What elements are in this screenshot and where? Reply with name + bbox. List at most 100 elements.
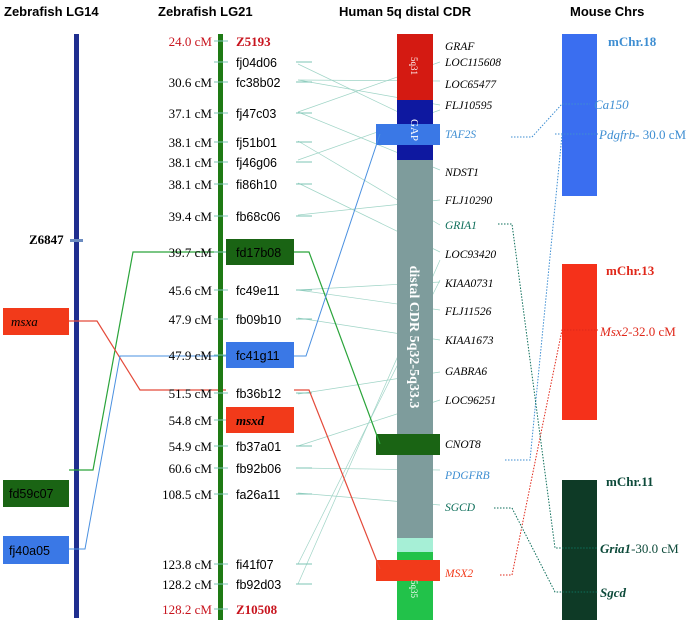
lg21-marker-label: fb37a01 — [236, 440, 281, 454]
lg21-cm-label: 54.9 cM — [169, 439, 213, 454]
lg21-cm-label: 47.9 cM — [169, 312, 213, 327]
lg21-marker-label: fj04d06 — [236, 56, 277, 70]
mouse-gria1-pos: -30.0 cM — [631, 541, 679, 556]
mouse-connectors — [494, 103, 598, 593]
connector-fd17b08-cnot8 — [294, 251, 381, 445]
mouse-chr18-title: mChr.18 — [608, 34, 657, 49]
mouse-msx2-pos: -32.0 cM — [628, 324, 676, 339]
header-human: Human 5q distal CDR — [339, 4, 472, 19]
lg21-cm-label: 38.1 cM — [169, 177, 213, 192]
lg14-fd59c07-label: fd59c07 — [9, 487, 54, 501]
mouse-ca150: Ca150 — [594, 97, 629, 112]
human-gene-gabra6: GABRA6 — [445, 366, 487, 378]
human-taf2s-bar — [376, 124, 440, 145]
lg21-cm-label: 128.2 cM — [162, 577, 212, 592]
mouse-pdgfrb: Pdgfrb- 30.0 cM — [598, 127, 686, 142]
lg21-marker-label: Z10508 — [236, 602, 278, 617]
lg21-marker-label: fj47c03 — [236, 107, 276, 121]
mouse-pdgfrb-pos: - 30.0 cM — [635, 127, 686, 142]
human-gene-flj10595: FLJ10595 — [444, 100, 493, 112]
connector-fj40a05-fc41g11 — [69, 355, 226, 550]
human-gene-msx2: MSX2 — [444, 568, 473, 580]
human-light-band — [397, 538, 433, 552]
lg21-marker-label: fb36b12 — [236, 387, 281, 401]
human-gap-label: GAP — [408, 119, 420, 141]
human-gene-flj11526: FLJ11526 — [444, 306, 492, 318]
lg21-fc41g11-box — [226, 342, 294, 368]
lg21-marker-label: fj51b01 — [236, 136, 277, 150]
lg21-marker-label: fb92d03 — [236, 578, 281, 592]
lg21-cm-label: 128.2 cM — [162, 602, 212, 617]
mouse-chr13 — [562, 264, 597, 420]
mouse-chr11 — [562, 480, 597, 620]
human-gene-gria1: GRIA1 — [445, 220, 477, 232]
lg21-cm-label: 45.6 cM — [169, 283, 213, 298]
lg21-marker-label: fj46g06 — [236, 156, 277, 170]
connector-fd59c07-fd17b08 — [69, 251, 226, 471]
lg21-cm-label: 30.6 cM — [169, 75, 213, 90]
lg21-marker-label: msxd — [236, 413, 265, 428]
human-cnot8-bar — [376, 434, 440, 455]
human-5q31-label: 5q31 — [409, 57, 419, 75]
human-gene-flj10290: FLJ10290 — [444, 195, 493, 207]
human-gene-taf2s: TAF2S — [445, 129, 476, 141]
human-gene-loc115608: LOC115608 — [444, 57, 501, 69]
header-lg14: Zebrafish LG14 — [4, 4, 99, 19]
mouse-sgcd: Sgcd — [600, 585, 627, 600]
lg21-fd17b08-box — [226, 239, 294, 265]
lg21-cm-label: 39.7 cM — [169, 245, 213, 260]
lg21-marker-label: fi86h10 — [236, 178, 277, 192]
lg14-fj40a05-label: fj40a05 — [9, 544, 50, 558]
human-5q35-label: 5q35 — [409, 580, 419, 599]
lg21-marker-label: fi41f07 — [236, 558, 274, 572]
connector-msxd-msx2 — [294, 389, 381, 570]
lg21-cm-label: 60.6 cM — [169, 461, 213, 476]
lg14-chromosome — [74, 34, 79, 618]
lg14-msxa-box — [3, 308, 69, 335]
human-gene-sgcd: SGCD — [445, 502, 476, 514]
lg21-cm-label: 47.9 cM — [169, 348, 213, 363]
lg21-marker-label: fc41g11 — [236, 349, 280, 363]
mouse-chr18 — [562, 34, 597, 196]
lg14-msxa-label: msxa — [11, 314, 38, 329]
lg21-cm-label: 37.1 cM — [169, 106, 213, 121]
lg21-marker-label: fb92b06 — [236, 462, 281, 476]
lg21-chromosome — [218, 34, 223, 620]
header-lg21: Zebrafish LG21 — [158, 4, 253, 19]
lg21-cm-label: 54.8 cM — [169, 413, 213, 428]
mouse-chr11-title: mChr.11 — [606, 474, 654, 489]
connector-fc41g11-taf2s — [294, 133, 381, 357]
lg21-cm-label: 38.1 cM — [169, 155, 213, 170]
lg21-marker-label: Z5193 — [236, 34, 271, 49]
human-gene-loc65477: LOC65477 — [444, 79, 497, 91]
human-cdr-label: distal CDR 5q32-5q33.3 — [406, 266, 421, 409]
human-gene-graf: GRAF — [445, 41, 475, 53]
lg21-cm-label: 51.5 cM — [169, 386, 213, 401]
mouse-msx2: Msx2-32.0 cM — [599, 324, 676, 339]
human-gene-pdgfrb: PDGFRB — [444, 470, 490, 482]
human-gene-loc93420: LOC93420 — [444, 249, 496, 261]
human-gene-kiaa1673: KIAA1673 — [444, 335, 494, 347]
human-5q31-band — [397, 34, 433, 100]
lg21-cm-label: 38.1 cM — [169, 135, 213, 150]
lg14-fj40a05-box — [3, 536, 69, 564]
human-gene-kiaa0731: KIAA0731 — [444, 278, 494, 290]
human-msx2-bar — [376, 560, 440, 581]
mouse-gria1: Gria1-30.0 cM — [600, 541, 679, 556]
lg21-cm-label: 24.0 cM — [169, 34, 213, 49]
lg21-marker-label: fb09b10 — [236, 313, 281, 327]
human-gene-cnot8: CNOT8 — [445, 439, 481, 451]
lg21-cm-label: 39.4 cM — [169, 209, 213, 224]
header-mouse: Mouse Chrs — [570, 4, 644, 19]
lg21-marker-label: fc49e11 — [236, 284, 280, 298]
mouse-pdgfrb-gene: Pdgfrb — [598, 127, 636, 142]
lg21-marker-label: fd17b08 — [236, 246, 281, 260]
lg21-marker-label: fa26a11 — [236, 488, 280, 502]
human-gene-ndst1: NDST1 — [444, 167, 479, 179]
lg21-msxd-box — [226, 407, 294, 433]
human-gene-loc96251: LOC96251 — [444, 395, 496, 407]
mouse-gria1-gene: Gria1 — [600, 541, 631, 556]
